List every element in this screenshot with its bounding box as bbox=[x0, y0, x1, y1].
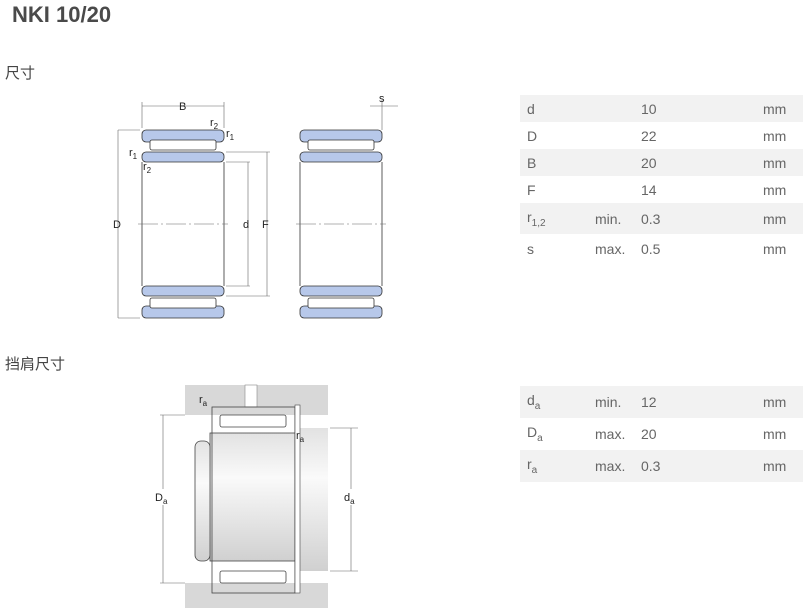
dimensions-table: d 10 mm D 22 mm B 20 mm F 14 mm r1,2 min. 0.3 mm s m… bbox=[520, 95, 803, 263]
table-row: B 20 mm bbox=[520, 149, 803, 176]
svg-text:s: s bbox=[379, 93, 385, 105]
table-row: r1,2 min. 0.3 mm bbox=[520, 203, 803, 234]
table-row: ra max. 0.3 mm bbox=[520, 450, 803, 482]
symbol: B bbox=[527, 154, 537, 171]
symbol-base: D bbox=[527, 424, 538, 441]
value: 20 bbox=[641, 426, 657, 442]
value: 20 bbox=[641, 154, 657, 171]
qualifier: max. bbox=[595, 458, 626, 474]
unit: mm bbox=[763, 210, 787, 227]
symbol-base: r bbox=[527, 456, 532, 473]
unit: mm bbox=[763, 426, 787, 442]
abutment-drawing: Da da ra ra bbox=[152, 384, 362, 608]
symbol: Da bbox=[527, 424, 543, 444]
svg-text:r1: r1 bbox=[226, 128, 235, 142]
unit: mm bbox=[763, 100, 787, 117]
symbol-subscript: a bbox=[534, 400, 541, 412]
unit: mm bbox=[763, 181, 787, 198]
svg-text:da: da bbox=[344, 492, 355, 506]
symbol: da bbox=[527, 392, 540, 412]
table-row: d 10 mm bbox=[520, 95, 803, 122]
symbol: F bbox=[527, 181, 536, 198]
unit: mm bbox=[763, 154, 787, 171]
qualifier: min. bbox=[595, 394, 622, 410]
svg-text:D: D bbox=[113, 219, 121, 231]
symbol: d bbox=[527, 100, 535, 117]
svg-text:ra: ra bbox=[199, 394, 208, 408]
symbol: r1,2 bbox=[527, 209, 546, 229]
svg-text:r2: r2 bbox=[210, 117, 219, 131]
table-row: F 14 mm bbox=[520, 176, 803, 203]
value: 0.3 bbox=[641, 458, 661, 474]
bearing-dimension-drawing: B D d F s r2 r1 r1 r2 bbox=[113, 93, 398, 319]
value: 12 bbox=[641, 394, 657, 410]
svg-text:r1: r1 bbox=[129, 147, 138, 161]
table-row: D 22 mm bbox=[520, 122, 803, 149]
unit: mm bbox=[763, 127, 787, 144]
symbol: s bbox=[527, 240, 534, 257]
value: 10 bbox=[641, 100, 657, 117]
qualifier: max. bbox=[595, 240, 626, 257]
unit: mm bbox=[763, 394, 787, 410]
table-row: da min. 12 mm bbox=[520, 386, 803, 418]
svg-text:B: B bbox=[179, 101, 186, 113]
dimensions-heading: 尺寸 bbox=[5, 65, 36, 82]
symbol-subscript: 1,2 bbox=[531, 217, 546, 229]
table-row: s max. 0.5 mm bbox=[520, 234, 803, 263]
qualifier: min. bbox=[595, 210, 622, 227]
svg-text:d: d bbox=[243, 219, 249, 231]
unit: mm bbox=[763, 458, 787, 474]
value: 0.3 bbox=[641, 210, 661, 227]
value: 22 bbox=[641, 127, 657, 144]
product-title: NKI 10/20 bbox=[12, 2, 112, 27]
svg-text:r2: r2 bbox=[143, 161, 152, 175]
table-row: Da max. 20 mm bbox=[520, 418, 803, 450]
abutment-heading: 挡肩尺寸 bbox=[5, 356, 66, 373]
symbol-subscript: a bbox=[531, 464, 538, 476]
symbol-base: r bbox=[527, 208, 532, 225]
symbol-base: d bbox=[527, 392, 535, 409]
qualifier: max. bbox=[595, 426, 626, 442]
symbol-subscript: a bbox=[537, 432, 543, 444]
unit: mm bbox=[763, 240, 787, 257]
symbol: ra bbox=[527, 456, 537, 476]
svg-text:F: F bbox=[262, 219, 269, 231]
value: 0.5 bbox=[641, 240, 661, 257]
value: 14 bbox=[641, 181, 657, 198]
svg-text:ra: ra bbox=[296, 430, 305, 444]
symbol: D bbox=[527, 127, 538, 144]
